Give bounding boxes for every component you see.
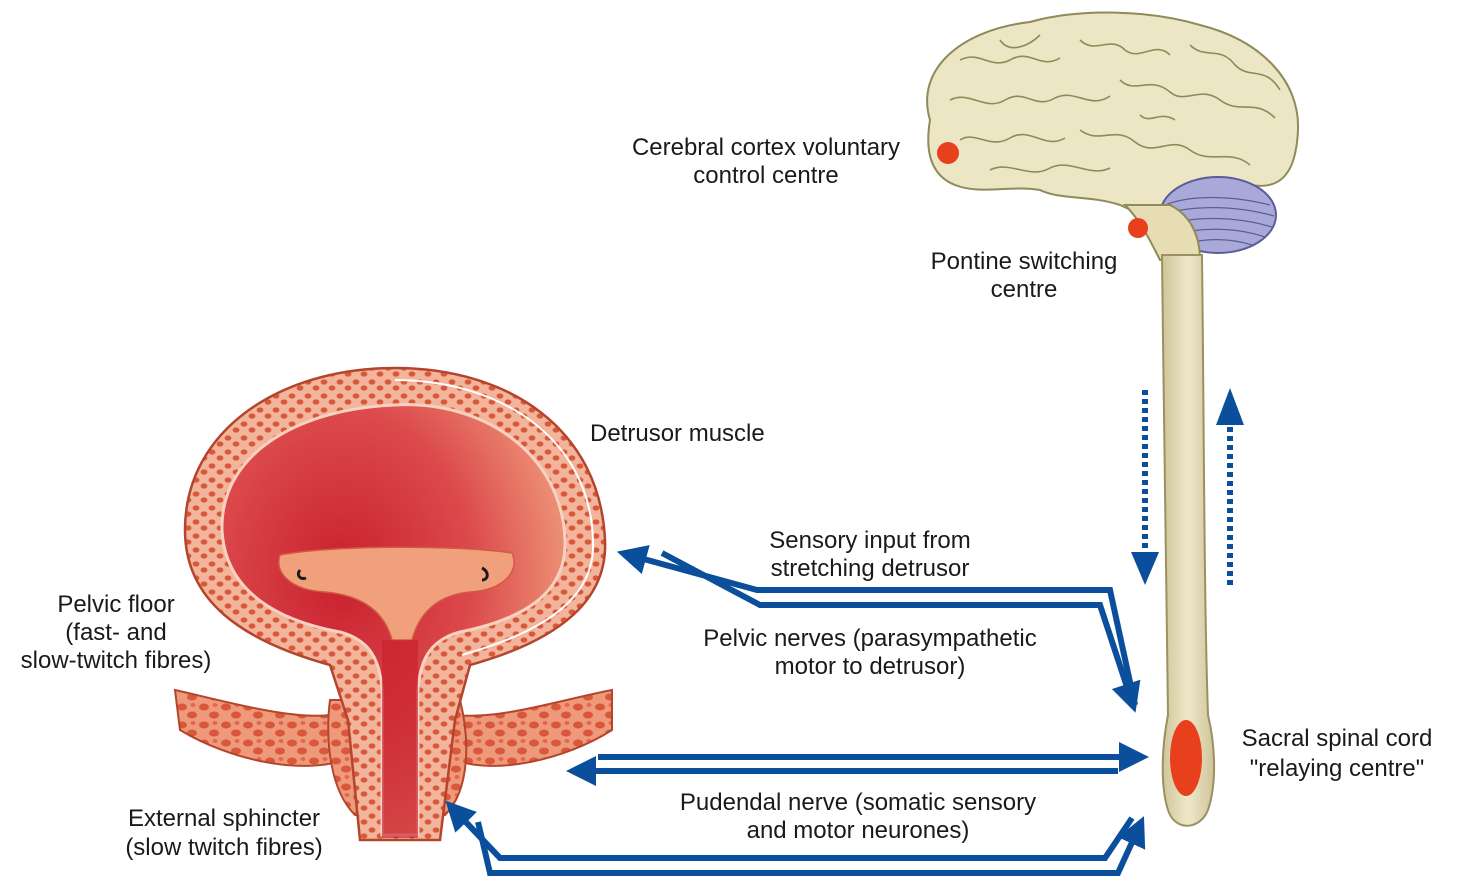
sacral-label-line1: Sacral spinal cord	[1242, 725, 1433, 752]
sensory-label-line1: Sensory input from	[769, 527, 970, 554]
pudendal-label-line2: and motor neurones)	[747, 817, 970, 844]
detrusor-label: Detrusor muscle	[590, 420, 765, 447]
pontine-centre-dot	[1128, 218, 1148, 238]
cortex-label-line1: Cerebral cortex voluntary	[632, 134, 900, 161]
spinal-cord	[1162, 255, 1214, 826]
pelvic-floor-label-line2: (fast- and	[65, 619, 166, 646]
brain	[927, 13, 1298, 260]
pelvic-nerves-label-line2: motor to detrusor)	[775, 653, 966, 680]
pelvic-floor-left	[175, 690, 345, 766]
urethra	[382, 640, 418, 838]
sacral-label-line2: "relaying centre"	[1250, 755, 1424, 782]
sphincter-label-line1: External sphincter	[128, 805, 320, 832]
cortex-label-line2: control centre	[693, 162, 838, 189]
pelvic-floor-label-line3: slow-twitch fibres)	[21, 647, 212, 674]
pelvic-floor-label-line1: Pelvic floor	[57, 591, 174, 618]
pudendal-label-line1: Pudendal nerve (somatic sensory	[680, 789, 1036, 816]
sphincter-label-line2: (slow twitch fibres)	[125, 834, 322, 861]
pontine-label-line2: centre	[991, 276, 1058, 303]
pontine-label-line1: Pontine switching	[931, 248, 1118, 275]
sensory-label-line2: stretching detrusor	[771, 555, 970, 582]
pelvic-floor-right	[455, 690, 612, 766]
bladder	[175, 368, 612, 840]
sacral-relay-centre	[1170, 720, 1202, 796]
ascending-tract-arrowhead-icon	[1216, 388, 1244, 425]
descending-tract-arrowhead-icon	[1131, 552, 1159, 585]
cortex-control-centre-dot	[937, 142, 959, 164]
pelvic-nerves-label-line1: Pelvic nerves (parasympathetic	[703, 625, 1036, 652]
